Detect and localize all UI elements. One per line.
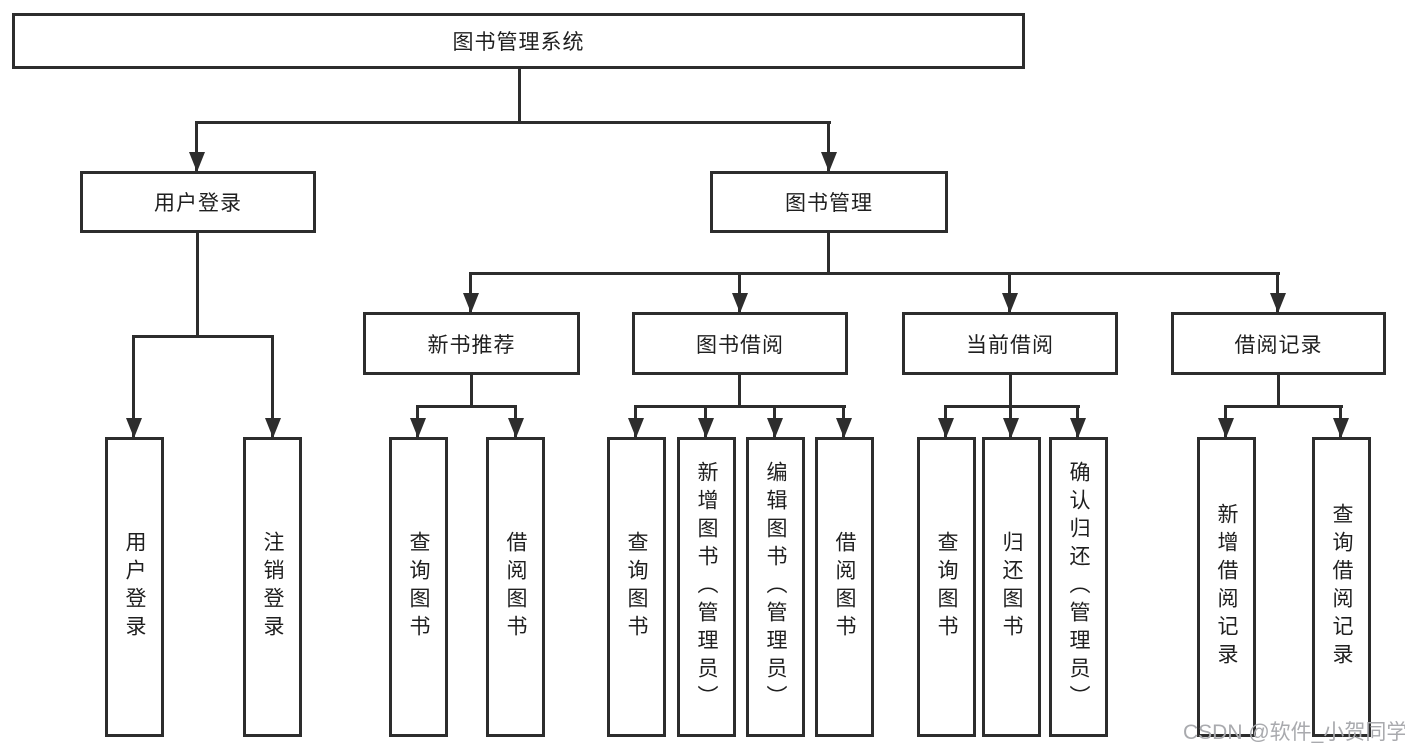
connector-user-login-stem: [196, 233, 199, 338]
leaf-records-add-record: 新增借阅记录: [1197, 437, 1256, 737]
arrow-down-to-book-borrow: [738, 272, 741, 312]
connector-recommend-rail: [417, 405, 517, 408]
connector-borrow-stem: [738, 375, 741, 408]
arrow-down-to-leaf-current-query: [944, 405, 947, 437]
arrow-down-to-current-borrow: [1008, 272, 1011, 312]
leaf-borrow-edit-books-admin: 编辑图书（管理员）: [746, 437, 805, 737]
leaf-borrow-borrow-books: 借阅图书: [815, 437, 874, 737]
leaf-recommend-query-books-label: 查询图书: [407, 531, 431, 643]
connector-book-management-stem: [827, 233, 830, 275]
leaf-current-return-books-label: 归还图书: [1000, 531, 1024, 643]
leaf-recommend-borrow-books: 借阅图书: [486, 437, 545, 737]
leaf-current-return-books: 归还图书: [982, 437, 1041, 737]
leaf-logout-label: 注销登录: [261, 531, 285, 643]
arrow-down-to-leaf-borrow-borrow: [842, 405, 845, 437]
arrow-down-to-borrow-records: [1276, 272, 1279, 312]
connector-user-login-rail: [133, 335, 274, 338]
arrow-down-to-leaf-recommend-query: [416, 405, 419, 437]
arrow-down-to-book-management: [827, 121, 830, 171]
node-current-borrow: 当前借阅: [902, 312, 1118, 375]
arrow-down-to-leaf-records-query: [1339, 405, 1342, 437]
leaf-current-query-books-label: 查询图书: [935, 531, 959, 643]
node-borrow-records-label: 借阅记录: [1234, 333, 1323, 357]
arrow-down-to-leaf-borrow-edit: [773, 405, 776, 437]
leaf-records-query-record: 查询借阅记录: [1312, 437, 1371, 737]
connector-root-stem: [518, 69, 521, 124]
leaf-recommend-query-books: 查询图书: [389, 437, 448, 737]
leaf-user-login-label: 用户登录: [123, 531, 147, 643]
node-user-login-label: 用户登录: [154, 192, 242, 215]
node-book-management-label: 图书管理: [785, 192, 873, 215]
arrow-down-to-leaf-current-confirm: [1076, 405, 1079, 437]
watermark: CSDN @软件_小贺同学: [1183, 721, 1405, 744]
leaf-borrow-query-books: 查询图书: [607, 437, 666, 737]
leaf-current-confirm-return-admin-label: 确认归还（管理员）: [1067, 461, 1091, 713]
node-root: 图书管理系统: [12, 13, 1025, 69]
node-book-borrow-label: 图书借阅: [696, 333, 784, 357]
connector-level2-rail: [470, 272, 1280, 275]
leaf-current-confirm-return-admin: 确认归还（管理员）: [1049, 437, 1108, 737]
arrow-down-to-user-login: [195, 121, 198, 171]
leaf-borrow-add-books-admin-label: 新增图书（管理员）: [695, 461, 719, 713]
connector-current-rail: [945, 405, 1080, 408]
arrow-down-to-leaf-logout: [271, 335, 274, 437]
leaf-user-login: 用户登录: [105, 437, 164, 737]
leaf-logout: 注销登录: [243, 437, 302, 737]
arrow-down-to-leaf-user-login: [132, 335, 135, 437]
node-book-management: 图书管理: [710, 171, 948, 233]
connector-recommend-stem: [470, 375, 473, 408]
connector-records-rail: [1225, 405, 1343, 408]
node-new-book-recommend: 新书推荐: [363, 312, 580, 375]
connector-current-stem: [1009, 375, 1012, 408]
node-user-login: 用户登录: [80, 171, 316, 233]
node-book-borrow: 图书借阅: [632, 312, 848, 375]
arrow-down-to-leaf-current-return: [1009, 405, 1012, 437]
leaf-borrow-edit-books-admin-label: 编辑图书（管理员）: [764, 461, 788, 713]
leaf-current-query-books: 查询图书: [917, 437, 976, 737]
node-borrow-records: 借阅记录: [1171, 312, 1386, 375]
arrow-down-to-leaf-borrow-add: [704, 405, 707, 437]
leaf-records-query-record-label: 查询借阅记录: [1330, 503, 1354, 671]
node-new-book-recommend-label: 新书推荐: [427, 333, 516, 357]
arrow-down-to-leaf-borrow-query: [634, 405, 637, 437]
arrow-down-to-leaf-records-add: [1224, 405, 1227, 437]
connector-records-stem: [1277, 375, 1280, 408]
connector-borrow-rail: [635, 405, 846, 408]
leaf-borrow-query-books-label: 查询图书: [625, 531, 649, 643]
leaf-borrow-add-books-admin: 新增图书（管理员）: [677, 437, 736, 737]
connector-level1-rail: [197, 121, 831, 124]
node-current-borrow-label: 当前借阅: [966, 333, 1054, 357]
leaf-borrow-borrow-books-label: 借阅图书: [833, 531, 857, 643]
arrow-down-to-leaf-recommend-borrow: [514, 405, 517, 437]
node-root-label: 图书管理系统: [452, 31, 585, 54]
leaf-records-add-record-label: 新增借阅记录: [1215, 503, 1239, 671]
arrow-down-to-new-book-recommend: [469, 272, 472, 312]
leaf-recommend-borrow-books-label: 借阅图书: [504, 531, 528, 643]
